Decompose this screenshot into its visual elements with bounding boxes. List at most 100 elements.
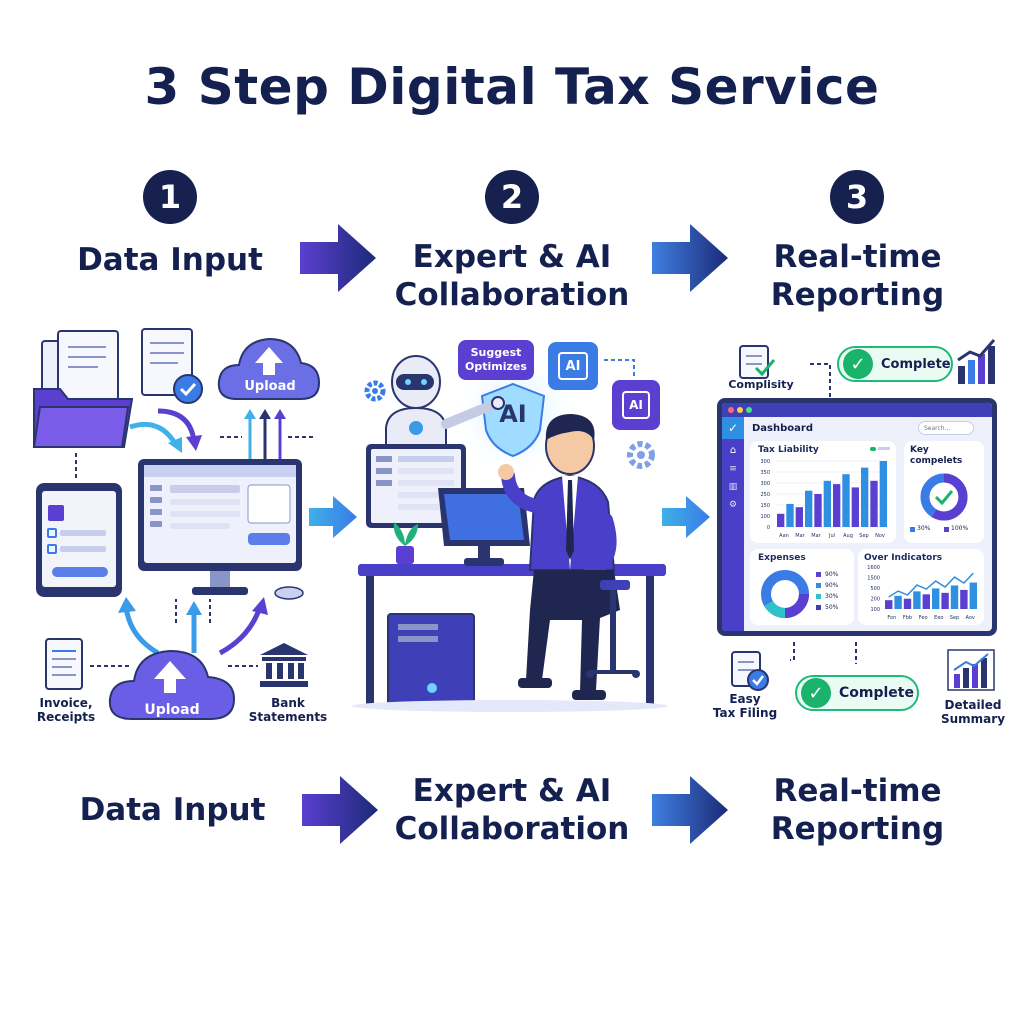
desk-monitor-icon xyxy=(438,488,530,566)
tax-filing-icon xyxy=(731,651,769,691)
panel-data-input: Upload xyxy=(20,325,330,735)
over-bar xyxy=(894,595,902,609)
tax-bar xyxy=(795,507,803,527)
flow-arrows-top xyxy=(129,408,316,462)
bottom-label-3-line1: Real-time xyxy=(773,773,942,809)
bank-label-line1: Bank xyxy=(271,696,305,710)
bottom-label-2-line1: Expert & AI xyxy=(412,773,612,809)
ai-chip-2-label: AI xyxy=(622,391,650,419)
tax-bar xyxy=(814,494,822,527)
over-x-tick: Feo xyxy=(919,615,928,621)
tax-bar xyxy=(861,467,869,527)
chip-connector xyxy=(604,359,635,378)
step-3-label: Real-time Reporting xyxy=(740,238,975,314)
invoice-label: Invoice, Receipts xyxy=(26,696,106,724)
expense-legend-swatch xyxy=(816,583,821,588)
over-bar xyxy=(932,588,940,609)
tax-y-tick: 250 xyxy=(760,492,770,498)
invoice-label-line1: Invoice, xyxy=(39,696,93,710)
key-card: Key compelets 30% 100% xyxy=(904,441,984,543)
tax-legend-line xyxy=(878,447,890,450)
tax-legend-dot xyxy=(870,447,876,451)
step-2-label: Expert & AI Collaboration xyxy=(372,238,652,314)
expense-legend-value: 90% xyxy=(825,571,839,578)
tax-y-tick: 300 xyxy=(760,459,770,465)
suggest-line2: Optimizes xyxy=(465,360,527,373)
expense-legend-value: 30% xyxy=(825,593,839,600)
tax-x-tick: Sep xyxy=(859,533,868,539)
detailed-line1: Detailed xyxy=(944,698,1002,712)
expense-legend-swatch xyxy=(816,572,821,577)
invoice-icon xyxy=(45,638,83,690)
gear-icon-left xyxy=(364,380,386,402)
key-title: Key compelets xyxy=(910,445,962,467)
growth-chart-icon-bottom xyxy=(947,649,995,691)
easy-line1: Easy xyxy=(729,692,761,706)
sidebar-check-icon[interactable]: ✓ xyxy=(722,417,744,439)
suggest-line1: Suggest xyxy=(470,346,522,359)
over-x-tick: Sep xyxy=(950,615,959,621)
step-2-label-line1: Expert & AI xyxy=(412,239,612,275)
step-3-label-line1: Real-time xyxy=(773,239,942,275)
window-dot-green xyxy=(746,407,752,413)
chart-icon[interactable]: ▥ xyxy=(728,482,738,492)
expert-person-icon xyxy=(498,414,640,700)
step-arrow-1 xyxy=(300,224,376,292)
tax-x-tick: Mar xyxy=(795,533,805,539)
over-y-tick: 1600 xyxy=(867,565,880,571)
check-icon-bottom: ✓ xyxy=(801,678,831,708)
over-bar xyxy=(885,600,893,609)
bottom-arrow-1 xyxy=(302,776,378,844)
expenses-donut-icon xyxy=(761,570,809,618)
bottom-connectors xyxy=(790,642,857,664)
plant-icon xyxy=(393,522,418,564)
over-y-tick: 100 xyxy=(870,607,880,613)
suggest-bubble: Suggest Optimizes xyxy=(458,340,534,380)
panel-expert-ai: AI Suggest Optimizes AI AI xyxy=(350,330,670,720)
over-bar xyxy=(913,591,921,609)
bank-icon xyxy=(260,643,308,687)
panel-reporting: Complisity ✓ Complete ✓ ⌂ ≡ ▥ xyxy=(700,330,1018,730)
home-icon[interactable]: ⌂ xyxy=(729,445,737,456)
list-icon[interactable]: ≡ xyxy=(729,464,737,474)
bottom-label-1: Data Input xyxy=(79,792,266,828)
over-y-tick: 1500 xyxy=(867,576,880,582)
upload-top-label: Upload xyxy=(244,379,296,394)
tax-bar xyxy=(842,474,850,527)
expenses-card: Expenses 90%90%30%50% xyxy=(750,549,854,625)
over-x-tick: Fon xyxy=(887,615,896,621)
over-x-tick: Eeo xyxy=(934,615,943,621)
floor-shadow xyxy=(352,700,668,712)
over-indicators-title: Over Indicators xyxy=(864,553,943,563)
bank-label: Bank Statements xyxy=(246,696,330,724)
bank-connector xyxy=(228,665,258,667)
over-bar xyxy=(950,585,959,609)
tax-x-tick: Aan xyxy=(779,533,789,539)
settings-icon[interactable]: ⚙ xyxy=(728,500,738,510)
detailed-summary-label: Detailed Summary xyxy=(930,698,1016,726)
tax-y-tick: 350 xyxy=(760,470,770,476)
upload-cloud-top-icon xyxy=(217,337,321,400)
step-arrow-2 xyxy=(652,224,728,292)
key-donut-icon xyxy=(920,473,968,521)
complete-top-label: Complete xyxy=(881,356,951,372)
mouse-icon xyxy=(274,586,304,600)
tax-x-tick: Nov xyxy=(875,533,885,539)
bottom-label-3: Real-time Reporting xyxy=(740,772,975,848)
expense-legend-item: 90% xyxy=(816,580,838,591)
bottom-label-2: Expert & AI Collaboration xyxy=(372,772,652,848)
over-x-tick: Aov xyxy=(965,615,974,621)
tax-bar xyxy=(777,513,785,527)
bank-label-line2: Statements xyxy=(248,710,328,724)
key-legend-dot-1 xyxy=(910,527,915,532)
window-dot-yellow xyxy=(737,407,743,413)
key-pct-2: 100% xyxy=(951,525,969,532)
tax-bar xyxy=(851,487,859,527)
expense-legend-value: 50% xyxy=(825,604,839,611)
flow-arrows-bottom xyxy=(75,453,268,656)
dashboard-search-input[interactable] xyxy=(918,421,974,435)
